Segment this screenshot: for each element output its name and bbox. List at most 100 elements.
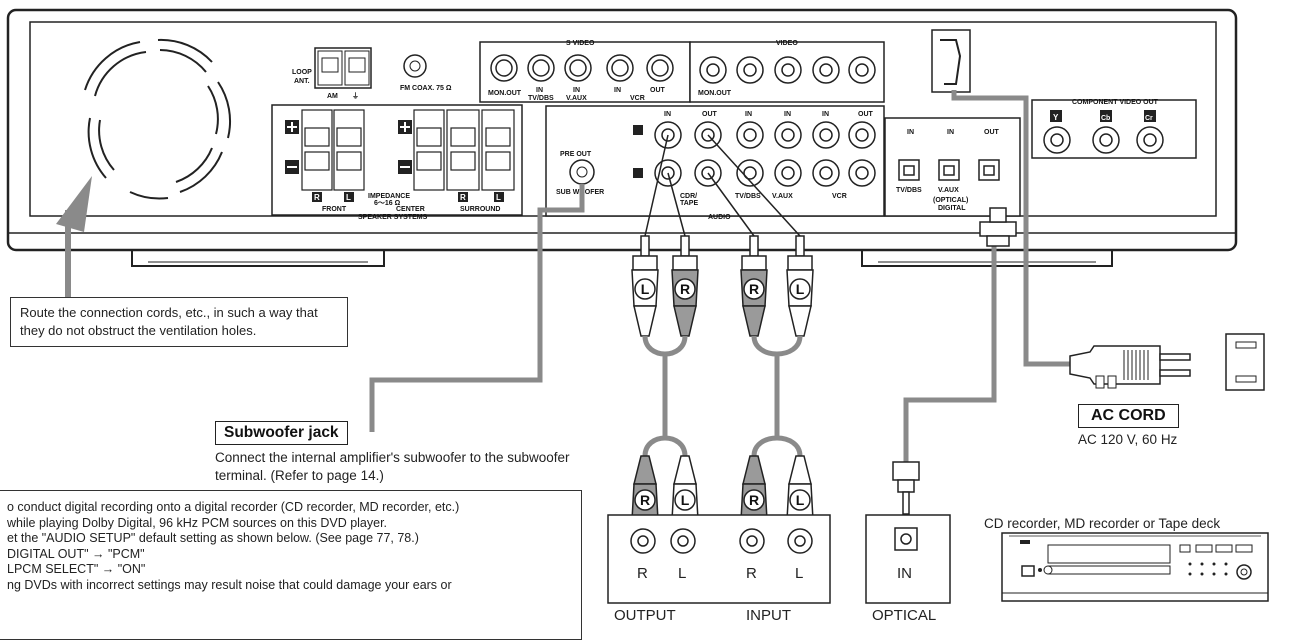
digital-recording-note: o conduct digital recording onto a digit… [0,490,582,640]
svg-text:V.AUX: V.AUX [566,95,587,102]
rca-plug: R [671,235,699,337]
rca-plug: R [740,455,768,521]
svg-text:R: R [314,193,320,202]
jack-label-l-input: L [795,565,804,582]
svg-text:VIDEO: VIDEO [776,40,798,47]
svg-text:6～16 Ω: 6～16 Ω [374,200,401,207]
recorder-label: CD recorder, MD recorder or Tape deck [984,516,1221,531]
svg-text:L: L [346,193,351,202]
note-line: o conduct digital recording onto a digit… [7,500,460,514]
output-label: OUTPUT [614,607,676,624]
power-inlet [931,29,971,93]
rca-plug: L [631,235,659,337]
rca-plug: R [631,455,659,521]
svg-text:IN: IN [822,111,829,118]
svg-text:CDR/: CDR/ [680,193,697,200]
optical-in-label: IN [897,565,912,582]
ac-cord-description: AC 120 V, 60 Hz [1078,432,1178,447]
ac-plug [1069,333,1265,391]
component-video-block: COMPONENT VIDEO OUT Y Cb Cr [1031,99,1197,159]
svg-text:IMPEDANCE: IMPEDANCE [368,193,410,200]
plug-letter: L [796,492,805,508]
svg-text:OUT: OUT [858,111,874,118]
svg-text:SPEAKER SYSTEMS: SPEAKER SYSTEMS [358,214,428,221]
svg-text:(OPTICAL): (OPTICAL) [933,197,968,204]
svg-text:AUDIO: AUDIO [708,214,731,221]
ventilation-note: Route the connection cords, etc., in suc… [10,297,348,347]
svg-text:IN: IN [536,87,543,94]
note-line: LPCM SELECT" → "ON" [7,562,146,576]
s-video-title: S VIDEO [566,40,595,47]
plug-letter: R [749,492,759,508]
svg-text:⏚: ⏚ [352,92,359,100]
rca-plug: R [740,235,768,337]
subwoofer-jack-description: Connect the internal amplifier's subwoof… [215,450,570,483]
note-line: DIGITAL OUT" → "PCM" [7,546,145,561]
svg-text:IN: IN [907,129,914,136]
video-block: VIDEO MON.OUT [689,40,885,103]
svg-text:VCR: VCR [630,95,645,102]
plug-letter: R [640,492,650,508]
svg-text:IN: IN [614,87,621,94]
recorder-audio-jacks [607,514,831,604]
svg-text:IN: IN [745,111,752,118]
svg-text:SURROUND: SURROUND [460,206,500,213]
svg-text:Y: Y [1053,113,1059,122]
cd-recorder-illustration [1001,532,1269,602]
svg-text:COMPONENT VIDEO OUT: COMPONENT VIDEO OUT [1072,99,1159,106]
svg-text:OUT: OUT [984,129,1000,136]
svg-text:CENTER: CENTER [396,206,425,213]
svg-text:OUT: OUT [702,111,718,118]
plug-letter: L [681,492,690,508]
jack-label-r-output: R [637,565,648,582]
svg-text:OUT: OUT [650,87,666,94]
subwoofer-jack-title: Subwoofer jack [215,421,348,445]
rca-plug: L [671,455,699,521]
svg-text:PRE OUT: PRE OUT [560,151,592,158]
svg-text:DIGITAL: DIGITAL [938,205,966,212]
jack-label-l-output: L [678,565,687,582]
svg-text:Cr: Cr [1145,115,1153,122]
jack-label-r-input: R [746,565,757,582]
optical-label: OPTICAL [872,607,937,624]
svg-text:MON.OUT: MON.OUT [698,90,732,97]
note-line: while playing Dolby Digital, 96 kHz PCM … [7,515,388,530]
svg-text:TAPE: TAPE [680,200,698,207]
ac-cord-title: AC CORD [1078,404,1179,428]
rca-cables [642,335,803,457]
plug-letter: L [641,281,650,297]
svg-text:Cb: Cb [1101,115,1110,122]
svg-text:IN: IN [664,111,671,118]
rca-plug: L [786,235,814,337]
ventilation-holes [84,38,231,200]
speaker-terminals: R L R L IMPEDANCE 6～16 Ω FRONT CENTER SU… [271,104,523,221]
cables [369,90,1070,462]
rca-plug: L [786,455,814,521]
svg-text:V.AUX: V.AUX [938,187,959,194]
vent-arrow [56,176,92,297]
digital-block: IN IN OUT TV/DBS V.AUX (OPTICAL) DIGITAL [884,117,1021,217]
audio-leads [644,134,801,237]
svg-text:FRONT: FRONT [322,206,347,213]
svg-text:TV/DBS: TV/DBS [896,187,922,194]
fm-label: FM COAX. 75 Ω [400,85,452,92]
svg-text:IN: IN [784,111,791,118]
note-line: ng DVDs with incorrect settings may resu… [7,577,452,592]
optical-plug-top [979,207,1017,247]
note-line: et the "AUDIO SETUP" default setting as … [7,531,419,545]
input-label: INPUT [746,607,791,624]
am-label: AM [327,93,338,100]
svg-text:TV/DBS: TV/DBS [735,193,761,200]
optical-plug-bottom [865,461,951,604]
plug-letter: R [749,281,759,297]
svg-text:R: R [460,193,466,202]
svg-text:IN: IN [947,129,954,136]
svg-text:TV/DBS: TV/DBS [528,95,554,102]
svg-text:V.AUX: V.AUX [772,193,793,200]
svg-text:VCR: VCR [832,193,847,200]
